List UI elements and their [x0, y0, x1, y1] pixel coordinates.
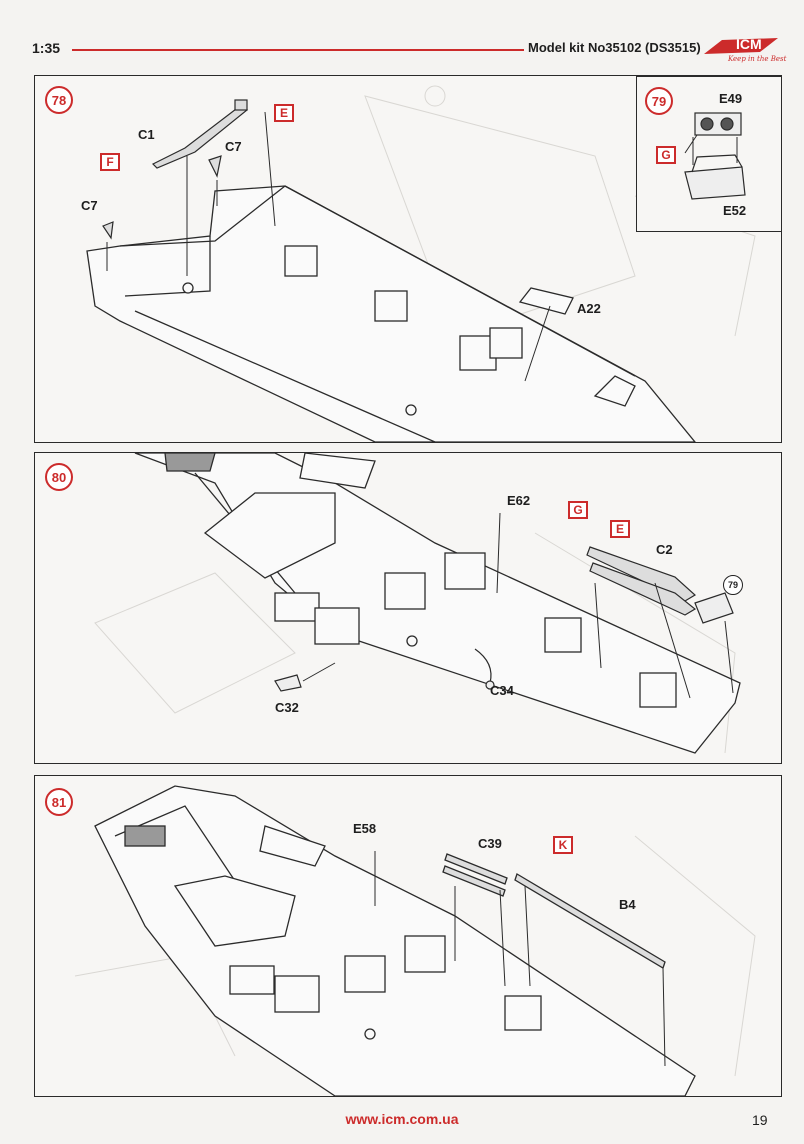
part-c7-label-left: C7 — [81, 198, 98, 213]
model-kit-label: Model kit No35102 (DS3515) — [528, 40, 701, 55]
step-79-number: 79 — [645, 87, 673, 115]
page-number: 19 — [752, 1112, 768, 1128]
step-81-drawing — [74, 785, 756, 1096]
part-c2-label: C2 — [656, 542, 673, 557]
part-e49-label: E49 — [719, 91, 743, 106]
step-80-panel: 80 79 E62 C2 C32 C34 G E — [34, 452, 782, 764]
brand-name: ICM — [736, 36, 762, 52]
step-78-panel: 78 C1 C7 C7 A22 E F 79 E49 E52 G — [34, 75, 782, 443]
part-b4-label: B4 — [619, 897, 636, 912]
step-79-reference: 79 — [723, 575, 743, 595]
sprue-k-box: K — [553, 836, 573, 854]
step-79-drawing — [684, 112, 746, 200]
step-79-inset: 79 E49 E52 G — [636, 76, 781, 232]
part-c39-label: C39 — [478, 836, 502, 851]
part-c32-label: C32 — [275, 700, 299, 715]
brand-tagline: Keep in the Best — [728, 55, 787, 63]
sprue-g-box-80: G — [568, 501, 588, 519]
part-e62-label: E62 — [507, 493, 531, 508]
part-e52-label: E52 — [723, 203, 747, 218]
step-80-number: 80 — [45, 463, 73, 491]
step-80-drawing — [94, 453, 741, 754]
part-e58-label: E58 — [353, 821, 377, 836]
icm-logo — [704, 38, 778, 54]
part-c1-label: C1 — [138, 127, 155, 142]
sprue-e-box-80: E — [610, 520, 630, 538]
step-78-number: 78 — [45, 86, 73, 114]
scale-label: 1:35 — [32, 40, 61, 56]
sprue-g-box: G — [656, 146, 676, 164]
step-81-panel: 81 E58 C39 B4 K — [34, 775, 782, 1097]
step-78-drawing — [86, 85, 756, 442]
website-link[interactable]: www.icm.com.ua — [345, 1111, 459, 1127]
header-rule — [72, 49, 524, 51]
sprue-e-box: E — [274, 104, 294, 122]
sprue-f-box: F — [100, 153, 120, 171]
step-81-number: 81 — [45, 788, 73, 816]
part-a22-label: A22 — [577, 301, 601, 316]
part-c34-label: C34 — [490, 683, 514, 698]
part-c7-label: C7 — [225, 139, 242, 154]
